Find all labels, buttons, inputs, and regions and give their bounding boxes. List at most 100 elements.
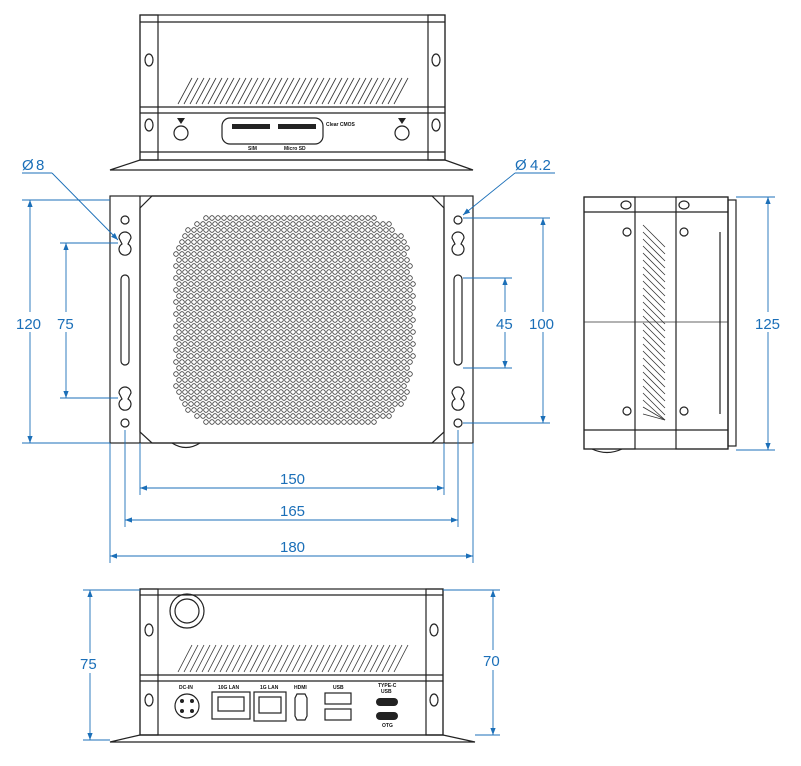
vent-hole bbox=[197, 311, 203, 317]
vent-slot bbox=[195, 644, 211, 673]
vent-hole bbox=[326, 293, 332, 299]
vent-hole bbox=[278, 365, 284, 371]
vent-hole bbox=[260, 377, 266, 383]
vent-hole bbox=[230, 281, 236, 287]
vent-hole bbox=[242, 281, 248, 287]
vent-hole bbox=[329, 239, 335, 245]
vent-hole bbox=[287, 335, 293, 341]
vent-hole bbox=[320, 281, 326, 287]
vent-slot bbox=[243, 644, 259, 673]
vent-hole bbox=[311, 239, 317, 245]
vent-slot bbox=[237, 644, 253, 673]
vent-hole bbox=[206, 305, 212, 311]
vent-hole bbox=[386, 293, 392, 299]
vent-hole bbox=[230, 365, 236, 371]
vent-hole bbox=[254, 389, 260, 395]
vent-hole bbox=[302, 317, 308, 323]
vent-slot bbox=[357, 644, 373, 673]
vent-hole bbox=[407, 323, 413, 329]
vent-hole bbox=[362, 389, 368, 395]
vent-hole bbox=[275, 215, 281, 221]
vent-hole bbox=[182, 365, 188, 371]
vent-hole bbox=[242, 293, 248, 299]
vent-hole bbox=[275, 335, 281, 341]
vent-hole bbox=[371, 419, 377, 425]
vent-hole bbox=[278, 257, 284, 263]
vent-hole bbox=[191, 299, 197, 305]
vent-hole bbox=[221, 335, 227, 341]
vent-hole bbox=[374, 329, 380, 335]
vent-hole bbox=[260, 317, 266, 323]
vent-hole bbox=[320, 329, 326, 335]
vent-hole bbox=[329, 335, 335, 341]
vent-slot bbox=[642, 231, 666, 255]
vent-hole bbox=[251, 287, 257, 293]
vent-slot bbox=[333, 77, 349, 105]
vent-hole bbox=[305, 239, 311, 245]
vent-hole bbox=[401, 323, 407, 329]
vent-hole bbox=[302, 245, 308, 251]
usb-port bbox=[324, 692, 352, 705]
vent-hole bbox=[236, 389, 242, 395]
vent-hole bbox=[230, 233, 236, 239]
vent-hole bbox=[209, 287, 215, 293]
vent-hole bbox=[290, 401, 296, 407]
vent-hole bbox=[389, 263, 395, 269]
vent-hole bbox=[293, 359, 299, 365]
vent-hole bbox=[374, 401, 380, 407]
vent-hole bbox=[185, 275, 191, 281]
vent-hole bbox=[368, 269, 374, 275]
vent-hole bbox=[305, 263, 311, 269]
slot-icon bbox=[120, 274, 130, 366]
vent-hole bbox=[392, 401, 398, 407]
vent-hole bbox=[218, 377, 224, 383]
vent-hole bbox=[260, 233, 266, 239]
vent-hole bbox=[323, 359, 329, 365]
vent-hole bbox=[329, 359, 335, 365]
vent-hole bbox=[230, 377, 236, 383]
vent-hole bbox=[284, 377, 290, 383]
vent-slots bbox=[177, 77, 409, 105]
vent-hole bbox=[215, 275, 221, 281]
vent-hole bbox=[227, 215, 233, 221]
vent-slot bbox=[642, 245, 666, 269]
vent-hole bbox=[389, 383, 395, 389]
vent-hole bbox=[194, 353, 200, 359]
vent-hole bbox=[230, 269, 236, 275]
vent-hole bbox=[245, 419, 251, 425]
vent-hole bbox=[224, 353, 230, 359]
vent-hole bbox=[332, 269, 338, 275]
vent-hole bbox=[233, 287, 239, 293]
vent-hole bbox=[227, 227, 233, 233]
vent-hole bbox=[227, 239, 233, 245]
vent-hole bbox=[185, 395, 191, 401]
vent-hole bbox=[224, 293, 230, 299]
vent-hole bbox=[251, 275, 257, 281]
vent-hole bbox=[338, 365, 344, 371]
vent-hole bbox=[329, 251, 335, 257]
vent-hole bbox=[236, 257, 242, 263]
vent-hole bbox=[344, 353, 350, 359]
vent-hole bbox=[197, 407, 203, 413]
vent-hole bbox=[323, 335, 329, 341]
vent-hole bbox=[329, 383, 335, 389]
vent-hole bbox=[350, 401, 356, 407]
vent-hole bbox=[215, 239, 221, 245]
vent-hole bbox=[248, 269, 254, 275]
vent-hole bbox=[248, 245, 254, 251]
vent-hole bbox=[257, 323, 263, 329]
vent-hole bbox=[389, 323, 395, 329]
vent-hole bbox=[317, 347, 323, 353]
vent-hole bbox=[389, 311, 395, 317]
vent-hole bbox=[281, 311, 287, 317]
vent-hole bbox=[209, 359, 215, 365]
vent-slot bbox=[642, 301, 666, 325]
vent-hole bbox=[410, 281, 416, 287]
vent-hole bbox=[344, 365, 350, 371]
vent-hole bbox=[365, 251, 371, 257]
vent-hole bbox=[281, 287, 287, 293]
vent-hole bbox=[404, 245, 410, 251]
vent-hole bbox=[245, 299, 251, 305]
vent-hole bbox=[182, 293, 188, 299]
vent-hole bbox=[185, 311, 191, 317]
